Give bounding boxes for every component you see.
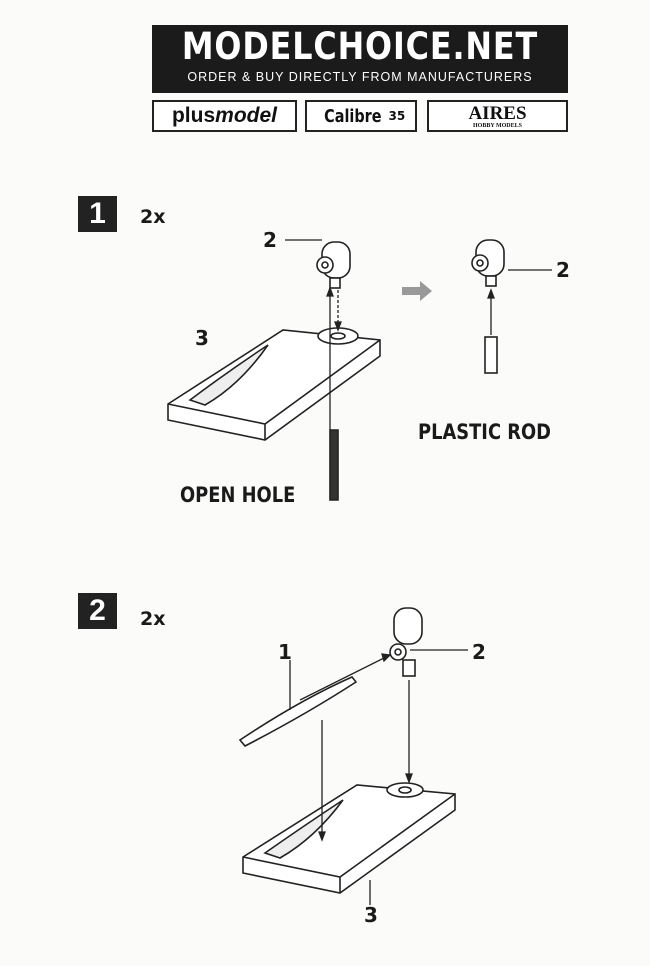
callout-part-3: 3 [364, 903, 378, 927]
step-2-number: 2 [78, 593, 117, 629]
logo-text: Calibre [323, 105, 382, 127]
aires-logo: AIRES HOBBY MODELS [427, 100, 568, 132]
calibre35-logo: Calibre 35 [305, 100, 417, 132]
part-3-base-step2 [242, 784, 456, 894]
open-hole-label: OPEN HOLE [180, 483, 296, 507]
drill-bit [329, 429, 339, 501]
arrow-icon [402, 281, 432, 301]
callout-part-2: 2 [472, 640, 486, 664]
site-name: MODELCHOICE.NET [181, 25, 539, 68]
logo-sub: 35 [388, 109, 406, 123]
callout-part-3: 3 [195, 326, 209, 350]
part-3-base [167, 329, 381, 441]
logo-text: plus [171, 104, 216, 127]
part-2-step2 [389, 607, 423, 677]
logo-text: AIRES [468, 102, 527, 124]
logo-text-italic: model [215, 104, 277, 127]
step-1-number: 1 [78, 196, 117, 232]
callout-part-1: 1 [278, 640, 292, 664]
part-2-right [471, 239, 505, 287]
part-1-blade [238, 676, 358, 748]
plastic-rod-label: PLASTIC ROD [418, 420, 551, 444]
callout-part-2-right: 2 [556, 258, 570, 282]
step-2-quantity: 2x [140, 608, 166, 630]
step-1-quantity: 2x [140, 206, 166, 228]
logo-sub: HOBBY MODELS [473, 122, 522, 129]
part-2-left [316, 241, 351, 289]
tagline: ORDER & BUY DIRECTLY FROM MANUFACTURERS [187, 70, 533, 84]
callout-part-2: 2 [263, 228, 277, 252]
plastic-rod [484, 336, 498, 374]
modelchoice-banner: MODELCHOICE.NET ORDER & BUY DIRECTLY FRO… [152, 25, 568, 93]
